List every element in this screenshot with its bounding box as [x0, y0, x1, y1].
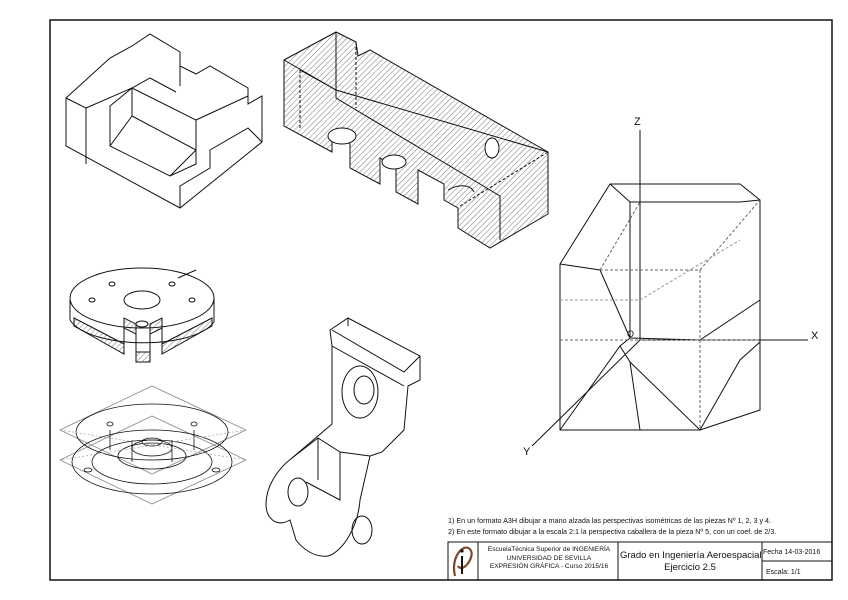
sheet-border: [49, 19, 833, 581]
axis-label-y: Y: [523, 446, 531, 458]
axis-label-origin: O: [627, 329, 635, 339]
school-line-1: EscuelaTécnica Superior de INGENIERÍA: [487, 546, 611, 553]
scale-field: Escala: 1/1: [766, 569, 801, 576]
exercise-number: Ejercicio 2.5: [664, 562, 716, 573]
piece-2-sectioned-block: [283, 31, 549, 249]
piece-3-flanged-disc: [69, 267, 215, 363]
axis-label-x: X: [811, 330, 819, 342]
title-block: [447, 541, 833, 581]
school-logo: [450, 544, 476, 578]
date-field: Fecha 14-03-2016: [763, 549, 821, 556]
piece-1-isometric-block: [65, 33, 263, 209]
instruction-2: 2) En este formato dibujar a la escala 2…: [448, 527, 777, 536]
piece-5-bracket: [265, 317, 421, 557]
axis-label-z: Z: [634, 116, 641, 128]
piece-4-isometric-construction: [59, 385, 247, 505]
cavalier-perspective: [531, 130, 808, 447]
degree-title: Grado en Ingeniería Aeroespacial: [620, 550, 762, 561]
instruction-1: 1) En un formato A3H dibujar a mano alza…: [448, 516, 772, 525]
school-name: EscuelaTécnica Superior de INGENIERÍA UN…: [480, 546, 618, 572]
school-line-3: EXPRESIÓN GRÁFICA - Curso 2015/16: [489, 563, 609, 570]
school-line-2: UNIVERSIDAD DE SEVILLA: [506, 554, 592, 562]
